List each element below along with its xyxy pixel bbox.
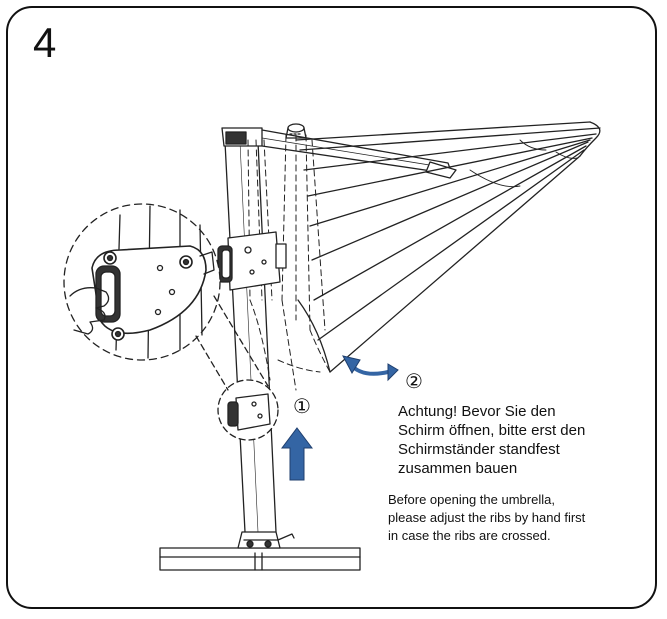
zoom-connector-right — [213, 295, 269, 387]
handle-block — [217, 231, 287, 291]
warning-german: Achtung! Bevor Sie den Schirm öffnen, bi… — [398, 402, 585, 478]
warning-german-line: Achtung! Bevor Sie den — [398, 403, 556, 420]
step-1-label: ① — [293, 394, 311, 418]
small-zoom-circle — [217, 379, 279, 441]
base-plate — [159, 547, 361, 571]
arrow-up-icon — [281, 427, 313, 481]
big-zoom-circle — [63, 203, 221, 361]
step-2-label: ② — [405, 369, 423, 393]
open-canopy — [295, 121, 601, 373]
finial — [285, 123, 307, 139]
main-pole — [221, 127, 277, 533]
warning-english-line: Before opening the umbrella, — [388, 492, 555, 507]
warning-german-line: zusammen bauen — [398, 460, 518, 477]
figure-frame — [6, 6, 657, 609]
top-arm — [261, 129, 457, 179]
step-number: 4 — [33, 19, 57, 66]
double-arrow-icon — [342, 355, 399, 382]
warning-english-line: in case the ribs are crossed. — [388, 528, 551, 543]
warning-english-line: please adjust the ribs by hand first — [388, 510, 586, 525]
warning-german-line: Schirm öffnen, bitte erst den — [398, 422, 586, 439]
zoom-connector-left — [195, 335, 229, 391]
warning-german-line: Schirmständer standfest — [398, 441, 560, 458]
pole-foot — [237, 531, 295, 549]
warning-english: Before opening the umbrella, please adju… — [388, 491, 585, 545]
